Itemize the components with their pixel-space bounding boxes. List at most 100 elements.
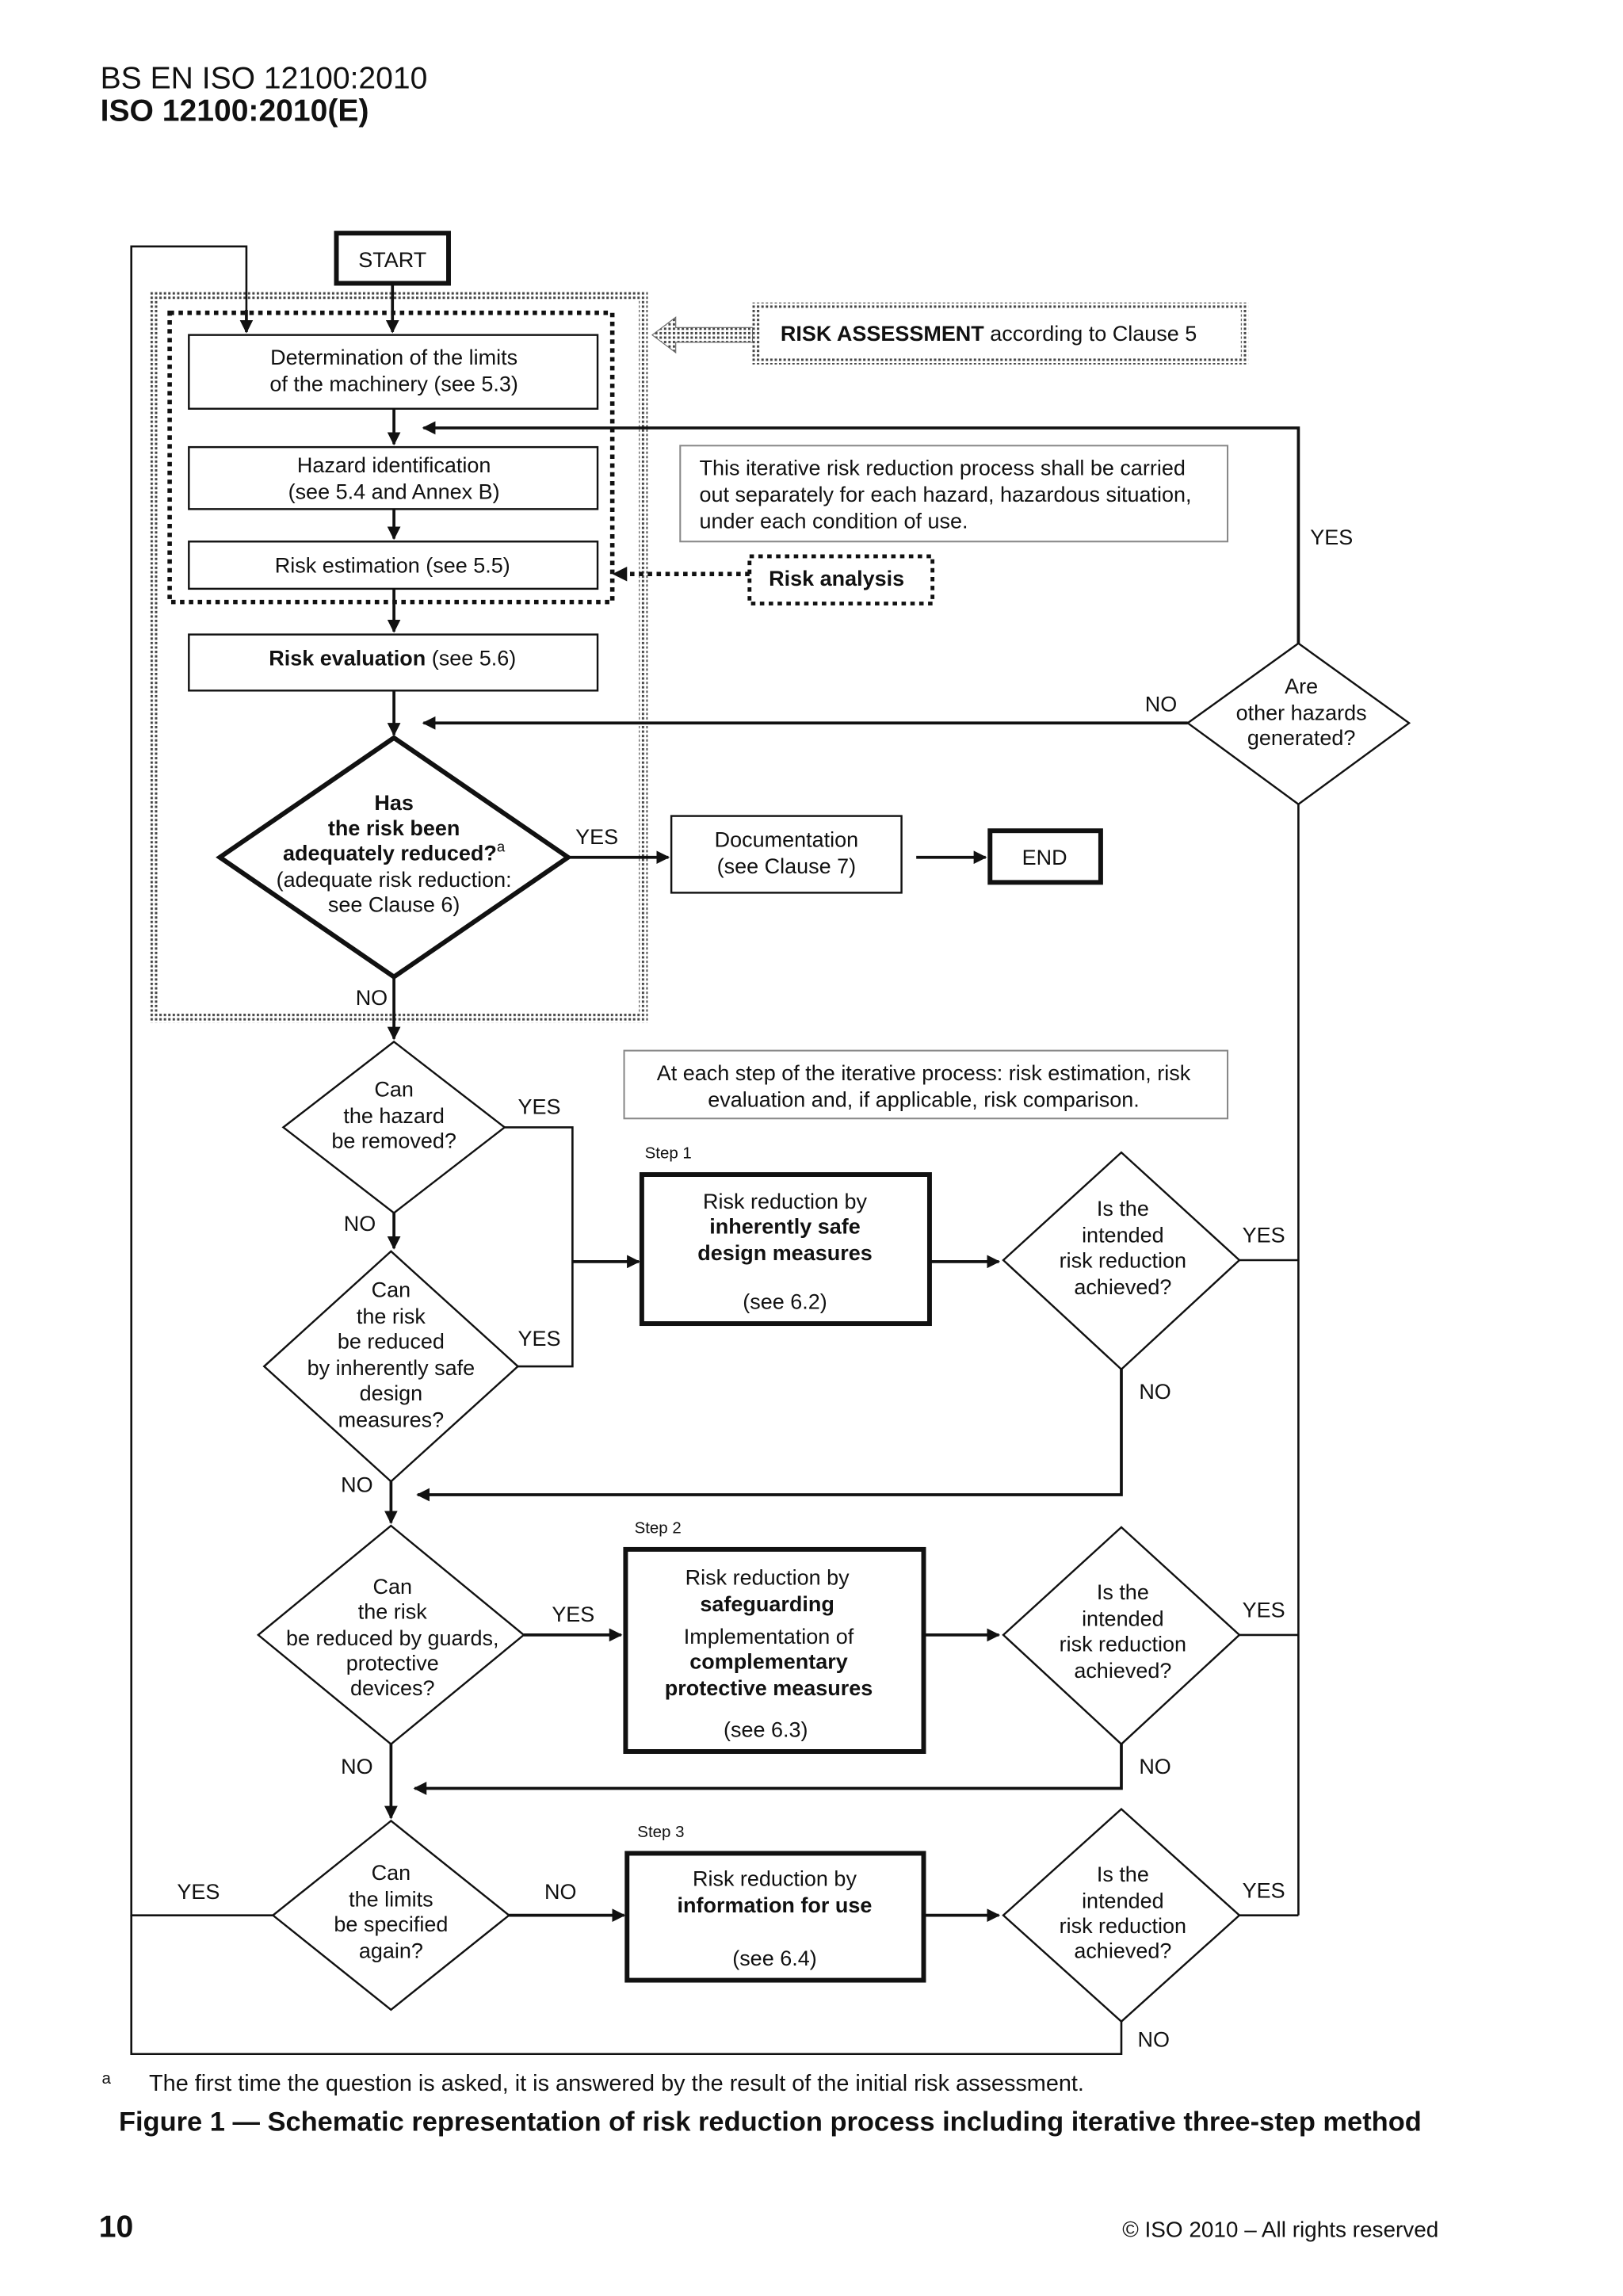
start-label: START	[358, 248, 426, 272]
risk-assessment-clause: according to Clause 5	[984, 322, 1197, 346]
risk-assessment-frame	[149, 290, 648, 1023]
intended-check-1: Is the intended risk reduction achieved?	[1002, 1151, 1241, 1371]
intended-check-2: Is the intended risk reduction achieved?	[1002, 1526, 1241, 1746]
no-label-guards: NO	[341, 1755, 372, 1778]
copyright-notice: © ISO 2010 – All rights reserved	[1122, 2218, 1438, 2242]
other-hazards-decision: Are other hazards generated?	[1186, 642, 1411, 806]
guards-q-line-4: protective	[346, 1652, 439, 1675]
iterative-note-line-2: out separately for each hazard, hazardou…	[700, 483, 1192, 506]
step2-line-2: safeguarding	[700, 1592, 834, 1616]
inherently-q-line-6: measures?	[338, 1408, 445, 1431]
each-step-line-1: At each step of the iterative process: r…	[657, 1061, 1191, 1085]
check3-line-3: risk reduction	[1060, 1914, 1186, 1938]
inherently-q-line-3: be reduced	[338, 1330, 445, 1354]
intended-check-3: Is the intended risk reduction achieved?	[1002, 1807, 1241, 2023]
step2-line-6: (see 6.3)	[724, 1717, 808, 1741]
limits-q-line-4: again?	[359, 1939, 423, 1963]
yes-label-limits: YES	[177, 1880, 220, 1904]
step1-line-4: (see 6.2)	[743, 1289, 827, 1313]
risk-assessment-title: RISK ASSESSMENT	[781, 322, 984, 346]
hazard-removed-line-3: be removed?	[331, 1129, 456, 1153]
risk-evaluation-clause: (see 5.6)	[426, 647, 516, 670]
svg-text:adequately reduced?a: adequately reduced?a	[283, 838, 506, 865]
risk-analysis-arrowhead	[612, 566, 628, 582]
inherently-q-line-1: Can	[372, 1278, 411, 1302]
guards-q-line-2: the risk	[358, 1599, 427, 1623]
loop-bottom-no	[130, 1915, 1123, 2055]
step1-box: Risk reduction by inherently safe design…	[639, 1172, 932, 1327]
step1-line-2: inherently safe	[709, 1214, 860, 1238]
standard-code-bs-en: BS EN ISO 12100:2010	[101, 62, 428, 96]
inherently-q-line-4: by inherently safe	[307, 1356, 475, 1380]
guards-q-line-3: be reduced by guards,	[286, 1626, 499, 1650]
hazard-removed-decision: Can the hazard be removed?	[281, 1040, 506, 1214]
step2-line-1: Risk reduction by	[685, 1566, 850, 1590]
check3-line-4: achieved?	[1074, 1939, 1171, 1963]
risk-evaluation-title: Risk evaluation	[269, 647, 426, 670]
yes-label-check2: YES	[1243, 1599, 1285, 1622]
yes-label-check1: YES	[1243, 1224, 1285, 1247]
step2-line-3: Implementation of	[684, 1625, 854, 1648]
no-label-check2: NO	[1139, 1755, 1170, 1778]
no-label-other-hazards: NO	[1145, 692, 1177, 716]
step3-box: Risk reduction by information for use (s…	[624, 1851, 926, 1983]
step2-line-5: protective measures	[665, 1676, 873, 1700]
limits-line-2: of the machinery (see 5.3)	[269, 372, 517, 395]
figure-caption: Figure 1 — Schematic representation of r…	[119, 2107, 1422, 2137]
adequately-line-5: see Clause 6)	[328, 893, 460, 917]
guards-decision: Can the risk be reduced by guards, prote…	[256, 1524, 525, 1746]
risk-evaluation-box: Risk evaluation (see 5.6)	[188, 633, 599, 692]
step3-line-1: Risk reduction by	[693, 1866, 857, 1890]
no-label-adequate: NO	[356, 986, 388, 1010]
each-step-line-2: evaluation and, if applicable, risk comp…	[708, 1087, 1139, 1111]
no-label-check3: NO	[1137, 2027, 1169, 2051]
risk-analysis-text: Risk analysis	[769, 567, 904, 590]
footnote-text: The first time the question is asked, it…	[149, 2071, 1084, 2096]
documentation-line-2: (see Clause 7)	[717, 854, 856, 878]
adequately-footnote-mark: a	[497, 838, 506, 854]
limits-box: Determination of the limits of the machi…	[188, 334, 599, 410]
hazard-removed-line-2: the hazard	[343, 1104, 445, 1128]
yes-label-hazard-removed: YES	[517, 1095, 560, 1119]
check1-line-4: achieved?	[1074, 1275, 1171, 1299]
limits-again-decision: Can the limits be specified again?	[271, 1819, 511, 2011]
check1-line-3: risk reduction	[1060, 1248, 1186, 1272]
yes-label-guards: YES	[552, 1603, 594, 1626]
limits-q-line-1: Can	[372, 1861, 411, 1885]
arrow-other-hazards-yes	[422, 421, 1300, 644]
adequately-reduced-decision: Has the risk been adequately reduced?a (…	[216, 735, 573, 980]
check2-line-4: achieved?	[1074, 1659, 1171, 1683]
page-number: 10	[99, 2210, 133, 2244]
no-label-check1: NO	[1139, 1380, 1170, 1404]
yes-label-adequate: YES	[575, 825, 618, 849]
svg-text:Risk evaluation (see 5.6): Risk evaluation (see 5.6)	[269, 647, 516, 670]
arrow-check1-no	[416, 1369, 1123, 1502]
step2-line-4: complementary	[689, 1650, 847, 1674]
limits-line-1: Determination of the limits	[270, 346, 517, 369]
guards-q-line-5: devices?	[350, 1676, 435, 1700]
each-step-note: At each step of the iterative process: r…	[623, 1049, 1229, 1120]
start-terminal: START	[334, 231, 451, 286]
hazard-removed-line-1: Can	[374, 1077, 414, 1101]
documentation-line-1: Documentation	[715, 828, 859, 852]
check3-line-2: intended	[1082, 1889, 1164, 1912]
limits-q-line-2: the limits	[349, 1887, 433, 1911]
check1-line-1: Is the	[1097, 1197, 1149, 1221]
no-label-inherently: NO	[341, 1473, 372, 1496]
risk-assessment-label: RISK ASSESSMENT according to Clause 5	[651, 302, 1249, 365]
step1-line-3: design measures	[697, 1241, 872, 1265]
step1-line-1: Risk reduction by	[703, 1190, 867, 1213]
step2-label: Step 2	[635, 1519, 682, 1537]
other-hazards-line-2: other hazards	[1236, 701, 1367, 725]
end-label: END	[1022, 846, 1067, 869]
arrow-check2-no	[413, 1744, 1123, 1795]
limits-q-line-3: be specified	[334, 1912, 448, 1936]
check2-line-3: risk reduction	[1060, 1632, 1186, 1656]
adequately-line-3: adequately reduced?	[283, 841, 497, 865]
hazard-identification-line-1: Hazard identification	[297, 453, 491, 477]
yes-label-inherently: YES	[517, 1327, 560, 1350]
guards-q-line-1: Can	[372, 1575, 412, 1599]
svg-text:RISK ASSESSMENT according to C: RISK ASSESSMENT according to Clause 5	[781, 322, 1197, 346]
check2-line-2: intended	[1082, 1607, 1164, 1631]
